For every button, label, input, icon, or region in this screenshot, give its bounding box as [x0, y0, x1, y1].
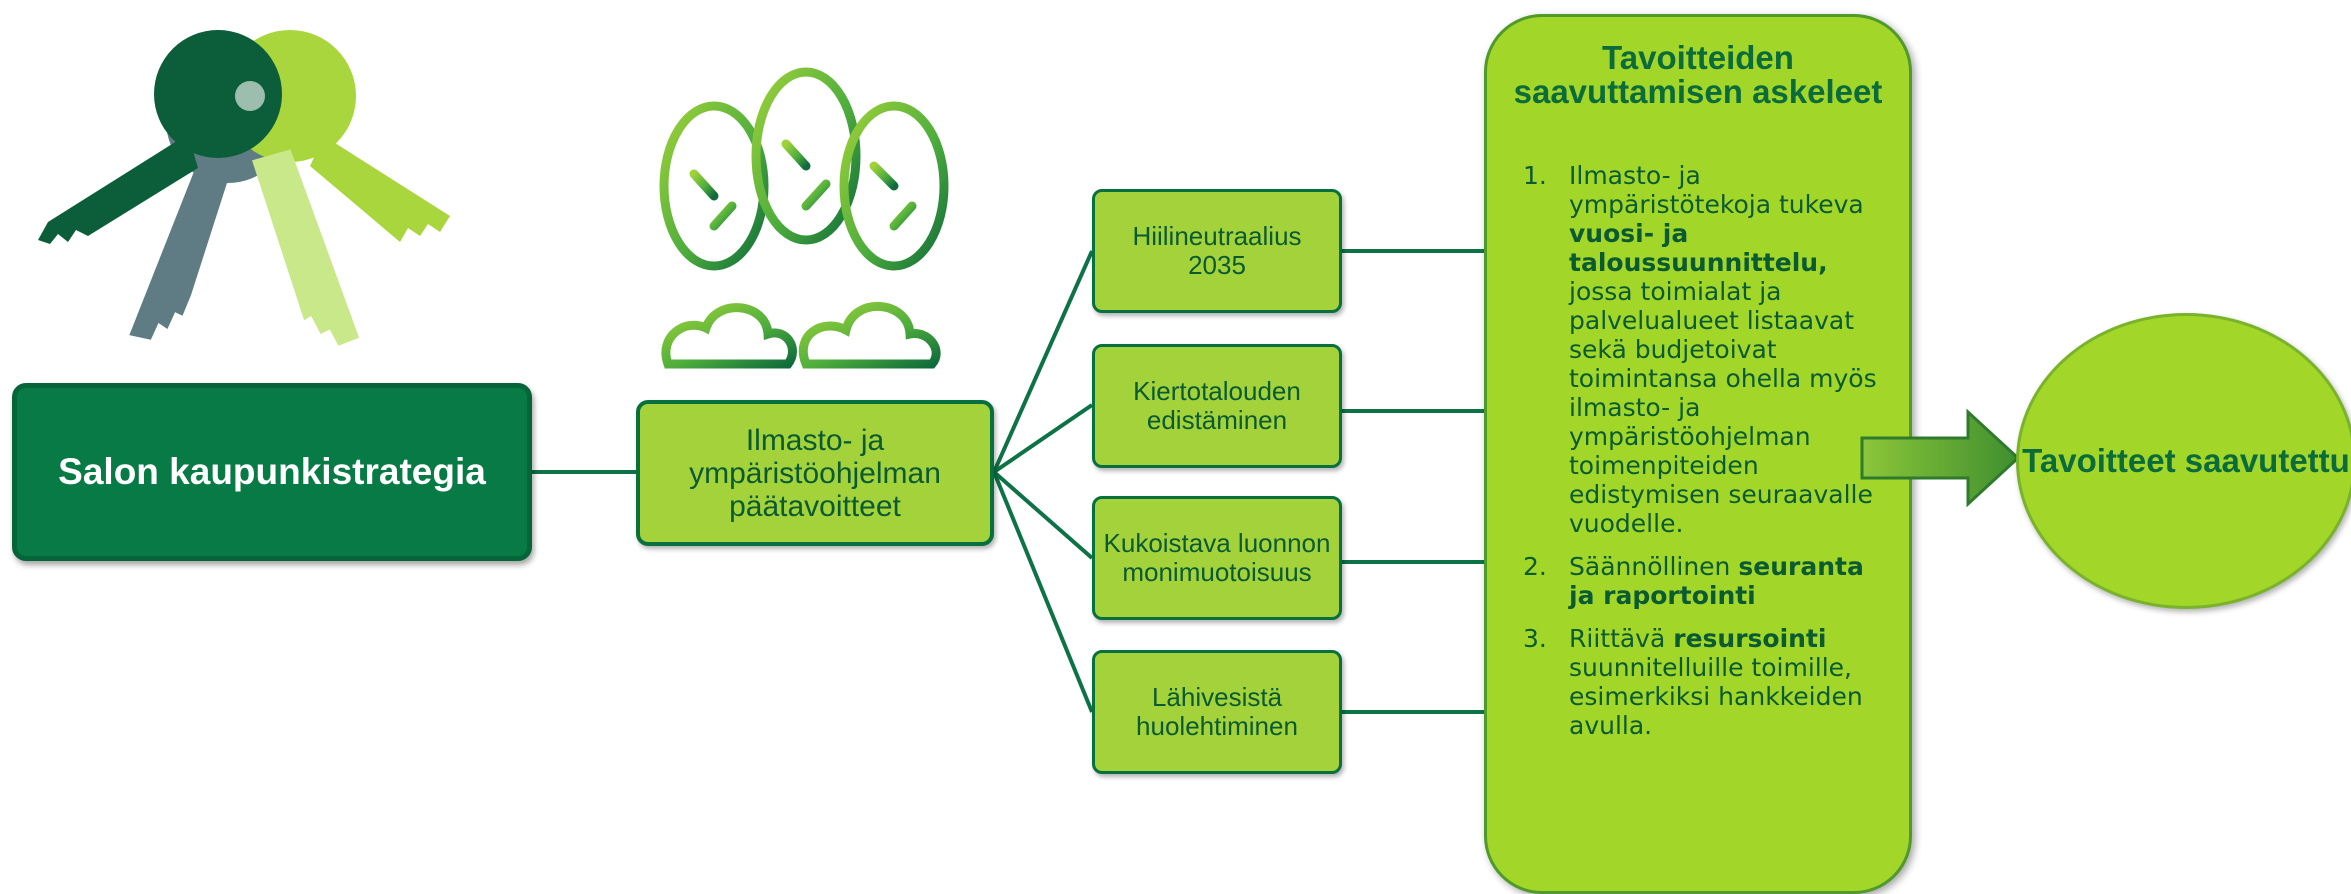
step-item: 3. Riittävä resursointi suunnitelluille … — [1523, 624, 1883, 740]
step-item: 1. Ilmasto- ja ympäristötekoja tukeva vu… — [1523, 161, 1883, 538]
step-number: 3. — [1523, 624, 1547, 653]
right-arrow-icon — [1860, 408, 2021, 508]
goal-box-circular-economy: Kiertotalouden edistäminen — [1092, 344, 1342, 468]
strategy-box: Salon kaupunkistrategia — [12, 383, 532, 561]
step-bold-text: resursointi — [1673, 624, 1827, 653]
steps-title: Tavoitteiden saavuttamisen askeleet — [1513, 39, 1883, 110]
steps-list: 1. Ilmasto- ja ympäristötekoja tukeva vu… — [1523, 161, 1883, 754]
step-text: Riittävä — [1569, 624, 1674, 653]
goal-label: Hiilineutraalius 2035 — [1132, 221, 1302, 280]
step-text: Ilmasto- ja ympäristötekoja tukeva — [1569, 161, 1864, 219]
goal-box-biodiversity: Kukoistava luonnon monimuotoisuus — [1092, 496, 1342, 620]
step-bold-text: vuosi- ja taloussuunnittelu, — [1569, 219, 1828, 277]
step-text: suunnitelluille toimille, esimerkiksi ha… — [1569, 653, 1863, 740]
step-text: Säännöllinen — [1569, 552, 1739, 581]
goal-label: Kiertotalouden edistäminen — [1133, 376, 1301, 435]
step-bold-text: seuranta ja raportointi — [1569, 552, 1864, 610]
connector-program-goal-1 — [992, 250, 1094, 473]
result-label: Tavoitteet saavutettu — [2022, 442, 2350, 479]
goal-box-waters: Lähivesistä huolehtiminen — [1092, 650, 1342, 774]
trees-icon — [659, 67, 949, 369]
step-item: 2. Säännöllinen seuranta ja raportointi — [1523, 552, 1883, 610]
program-goals-label: Ilmasto- ja ympäristöohjelman päätavoitt… — [689, 423, 941, 523]
program-goals-box: Ilmasto- ja ympäristöohjelman päätavoitt… — [636, 400, 994, 546]
goal-box-carbon-neutrality: Hiilineutraalius 2035 — [1092, 189, 1342, 313]
step-number: 1. — [1523, 161, 1547, 190]
step-text: jossa toimialat ja palvelualueet listaav… — [1569, 277, 1877, 538]
step-number: 2. — [1523, 552, 1547, 581]
connector-program-goal-4 — [992, 471, 1094, 713]
goal-label: Lähivesistä huolehtiminen — [1136, 682, 1298, 741]
keys-icon — [38, 30, 450, 346]
steps-panel: Tavoitteiden saavuttamisen askeleet 1. I… — [1484, 14, 1912, 894]
result-circle: Tavoitteet saavutettu — [2016, 313, 2351, 609]
connector-program-goal-2 — [992, 403, 1094, 474]
goal-label: Kukoistava luonnon monimuotoisuus — [1103, 528, 1331, 587]
strategy-label: Salon kaupunkistrategia — [58, 451, 486, 492]
connector-program-goal-3 — [992, 470, 1094, 560]
